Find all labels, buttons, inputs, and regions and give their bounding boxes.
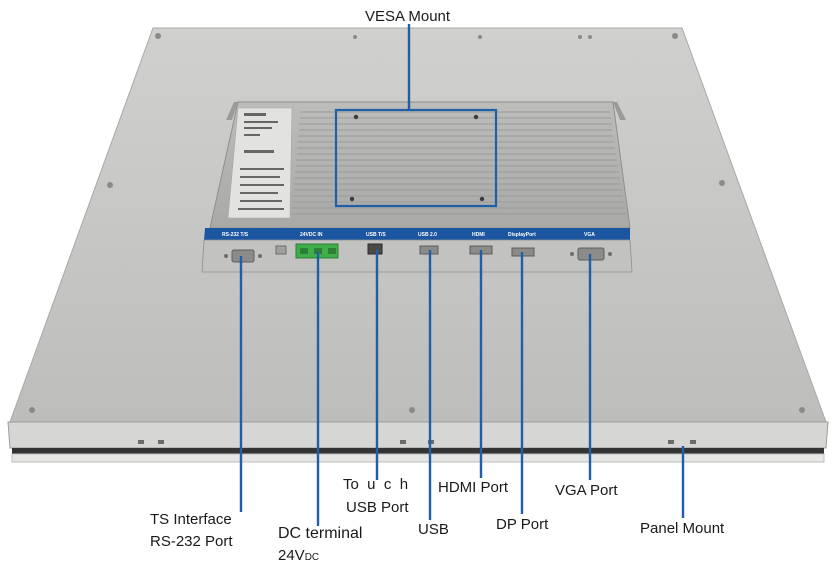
ground-icon: ⏚: [282, 227, 290, 236]
panel-screws: [29, 33, 805, 413]
bottom-frame: [7, 421, 829, 449]
label-dc-voltage: 24VDC: [278, 546, 319, 568]
port-tag-vga: VGA: [584, 232, 595, 238]
dc-voltage-sub: DC: [304, 552, 320, 563]
label-vga-port: VGA Port: [555, 482, 618, 499]
port-tag-usb2: USB 2.0: [418, 232, 437, 238]
label-dp-port: DP Port: [496, 516, 549, 533]
ground-screw: [275, 245, 287, 255]
port-label-strip: [204, 228, 630, 240]
label-touch: To u c h: [343, 476, 409, 493]
dc-voltage-value: 24V: [278, 547, 305, 564]
vesa-screw-holes: [349, 114, 485, 202]
usb-ts-connector: [367, 243, 383, 255]
rs232-connector: [231, 249, 255, 263]
label-rs232-port: RS-232 Port: [150, 533, 233, 550]
heatsink-fins: [292, 111, 626, 215]
bezel-edge: [11, 453, 825, 463]
port-tag-rs232: RS-232 T/S: [222, 232, 249, 238]
label-hdmi-port: HDMI Port: [438, 479, 509, 496]
vesa-mount-frame: [334, 108, 498, 208]
port-tag-dc: 24VDC IN: [300, 232, 323, 238]
label-vesa-mount: VESA Mount: [365, 8, 451, 25]
port-strip-labels: RS-232 T/S 24VDC IN USB T/S USB 2.0 HDMI…: [222, 232, 595, 238]
callout-lines: [239, 24, 685, 526]
box-handle-right: [613, 102, 626, 120]
port-tag-displayport: DisplayPort: [508, 232, 536, 238]
port-tag-usb-ts: USB T/S: [366, 232, 386, 238]
label-touch-usb-port: USB Port: [346, 499, 409, 516]
port-tag-hdmi: HDMI: [472, 232, 485, 238]
sticker-text-lines: [238, 113, 284, 210]
label-ts-interface: TS Interface: [150, 511, 232, 528]
box-handle-left: [226, 102, 238, 120]
port-row: [201, 239, 633, 273]
label-panel-mount: Panel Mount: [640, 520, 725, 537]
label-dc-terminal: DC terminal: [278, 525, 363, 542]
label-usb: USB: [418, 521, 449, 538]
front-bezel-strip: [12, 448, 824, 454]
